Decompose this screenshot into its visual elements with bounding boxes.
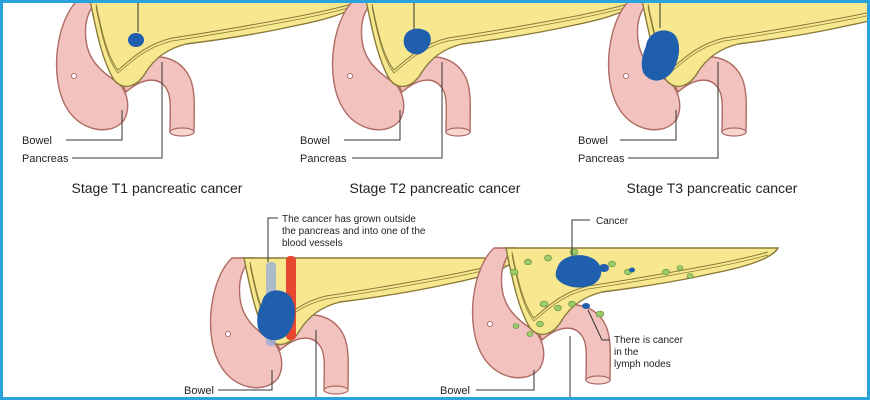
annotation-n1-line1: There is cancer (614, 335, 684, 346)
annotation-t4-line3: blood vessels (282, 238, 343, 249)
panel-t1: Bowel Pancreas Stage T1 pancreatic cance… (22, 0, 363, 196)
panel-t2: Bowel Pancreas Stage T2 pancreatic cance… (300, 0, 639, 196)
caption-t2: Stage T2 pancreatic cancer (350, 180, 521, 196)
pointer-pancreas-t2 (352, 62, 443, 159)
pointer-lymph-n1 (587, 309, 610, 341)
caption-t3: Stage T3 pancreatic cancer (627, 180, 798, 196)
tumour-t1 (128, 33, 144, 47)
pointer-bowel-n1 (476, 370, 535, 391)
pointer-pancreas-t3 (628, 62, 719, 159)
cancer-label-n1: Cancer (596, 216, 629, 227)
panel-t4: The cancer has grown outside the pancrea… (184, 214, 517, 400)
annotation-n1-line2: in the (614, 347, 639, 358)
tumour-n1 (555, 255, 602, 288)
bowel-label-t2: Bowel (300, 135, 330, 147)
organ-illustration-t2 (331, 0, 639, 137)
pointer-bowel-t3 (620, 110, 677, 141)
pancreas-label-t2: Pancreas (300, 153, 347, 165)
pancreas-label-t1: Pancreas (22, 153, 69, 165)
tumour-t2 (403, 28, 431, 55)
annotation-t4-line1: The cancer has grown outside (282, 214, 416, 225)
bowel-label-n1: Bowel (440, 385, 470, 397)
panel-t3: Bowel Pancreas Stage T3 pancreatic cance… (578, 0, 870, 196)
bowel-label-t3: Bowel (578, 135, 608, 147)
annotation-n1-line3: lymph nodes (614, 359, 671, 370)
annotation-t4-line2: the pancreas and into one of the (282, 226, 426, 237)
tumour-t3 (641, 30, 680, 81)
bowel-label-t1: Bowel (22, 135, 52, 147)
pointer-pancreas-t1 (72, 62, 163, 159)
lymph-nodes-affected (582, 267, 635, 309)
pointer-bowel-t4 (218, 370, 273, 391)
pancreas-label-t3: Pancreas (578, 153, 625, 165)
pointer-vessels-t4 (267, 217, 278, 262)
pointer-bowel-t2 (344, 110, 401, 141)
tumour-spread-n1 (599, 264, 609, 272)
tumour-t4 (257, 290, 295, 341)
caption-t1: Stage T1 pancreatic cancer (72, 180, 243, 196)
panel-n1: Cancer There is cancer in the lymph node… (440, 216, 779, 400)
pointer-cancer-n1 (571, 219, 590, 256)
bowel-label-t4: Bowel (184, 385, 214, 397)
pointer-bowel-t1 (66, 110, 123, 141)
organ-illustration-t1 (55, 0, 363, 137)
organ-illustration-t4 (209, 257, 517, 395)
